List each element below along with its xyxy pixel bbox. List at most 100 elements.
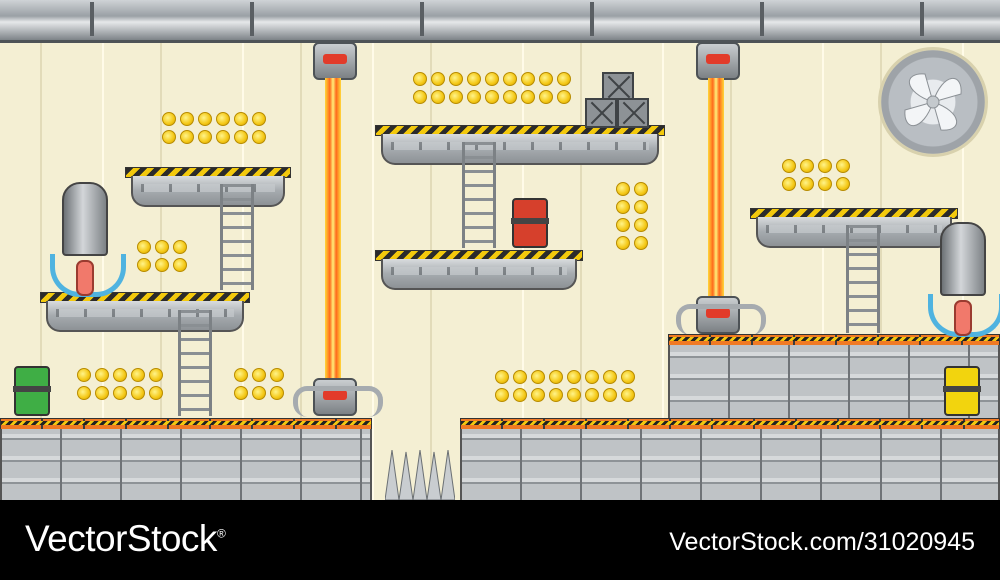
raised-block (668, 334, 1000, 418)
coin-icon (485, 72, 499, 86)
barrel-icon (943, 366, 981, 416)
coin-icon (173, 240, 187, 254)
coin-icon (413, 72, 427, 86)
ladder-icon (846, 225, 880, 333)
coin-icon (616, 182, 630, 196)
coin-icon (603, 388, 617, 402)
coin-icon (513, 370, 527, 384)
coin-icon (431, 72, 445, 86)
ground-left (0, 418, 372, 500)
coin-icon (198, 130, 212, 144)
coin-icon (585, 370, 599, 384)
coin-icon (180, 112, 194, 126)
coin-icon (521, 72, 535, 86)
coin-icon (782, 159, 796, 173)
coin-icon (531, 370, 545, 384)
coin-icon (467, 72, 481, 86)
coin-icon (149, 386, 163, 400)
laser-emitter-icon (696, 296, 740, 334)
coin-icon (95, 386, 109, 400)
laser-beam (325, 78, 341, 378)
coin-icon (162, 112, 176, 126)
coin-icon (634, 236, 648, 250)
coin-icon (252, 368, 266, 382)
coin-icon (549, 388, 563, 402)
coin-icon (252, 386, 266, 400)
coin-icon (567, 370, 581, 384)
crate-icon (617, 98, 649, 128)
laser-emitter-icon (696, 42, 740, 80)
laser-beam (708, 78, 724, 296)
coin-icon (616, 218, 630, 232)
coin-icon (485, 90, 499, 104)
coin-icon (198, 112, 212, 126)
coin-icon (603, 370, 617, 384)
pipe (676, 304, 766, 335)
coin-icon (413, 90, 427, 104)
ventilation-fan-icon (878, 47, 988, 157)
coin-icon (155, 240, 169, 254)
coin-icon (621, 388, 635, 402)
coin-icon (252, 130, 266, 144)
coin-icon (557, 90, 571, 104)
coin-icon (503, 72, 517, 86)
coin-icon (131, 368, 145, 382)
coin-icon (137, 258, 151, 272)
coin-icon (800, 177, 814, 191)
coin-icon (557, 72, 571, 86)
coin-icon (634, 182, 648, 196)
coin-icon (173, 258, 187, 272)
coin-icon (621, 370, 635, 384)
ladder-icon (462, 142, 496, 248)
coin-icon (113, 368, 127, 382)
platform (375, 125, 665, 165)
coin-icon (539, 90, 553, 104)
coin-icon (149, 368, 163, 382)
coin-icon (836, 177, 850, 191)
coin-icon (818, 159, 832, 173)
coin-icon (495, 388, 509, 402)
coin-icon (503, 90, 517, 104)
barrel-icon (13, 366, 51, 416)
coin-icon (137, 240, 151, 254)
coin-icon (818, 177, 832, 191)
crate-icon (585, 98, 617, 128)
pipe (293, 386, 383, 417)
coin-icon (549, 370, 563, 384)
coin-icon (155, 258, 169, 272)
coin-icon (77, 386, 91, 400)
coin-icon (216, 112, 230, 126)
ground-right (460, 418, 1000, 500)
coin-icon (234, 368, 248, 382)
laser-emitter-icon (313, 42, 357, 80)
coin-icon (234, 130, 248, 144)
coin-icon (539, 72, 553, 86)
coin-icon (77, 368, 91, 382)
coin-icon (162, 130, 176, 144)
coin-icon (782, 177, 796, 191)
footer-bar: VectorStock® VectorStock.com/31020945 (0, 500, 1000, 580)
game-scene (0, 0, 1000, 500)
image-credit: VectorStock.com/31020945 (669, 528, 975, 556)
ceiling-pipe (0, 0, 1000, 43)
coin-icon (521, 90, 535, 104)
coin-icon (95, 368, 109, 382)
coin-icon (449, 72, 463, 86)
coin-icon (113, 386, 127, 400)
coin-icon (270, 368, 284, 382)
coin-icon (131, 386, 145, 400)
platform (375, 250, 583, 290)
platform (125, 167, 291, 207)
coin-icon (616, 200, 630, 214)
coin-icon (467, 90, 481, 104)
coin-icon (180, 130, 194, 144)
coin-icon (216, 130, 230, 144)
coin-icon (252, 112, 266, 126)
coin-icon (800, 159, 814, 173)
barrel-icon (511, 198, 549, 248)
spike-trap-icon (385, 450, 455, 500)
coin-icon (567, 388, 581, 402)
coin-icon (495, 370, 509, 384)
coin-icon (634, 200, 648, 214)
brand-logo[interactable]: VectorStock® (25, 518, 226, 559)
